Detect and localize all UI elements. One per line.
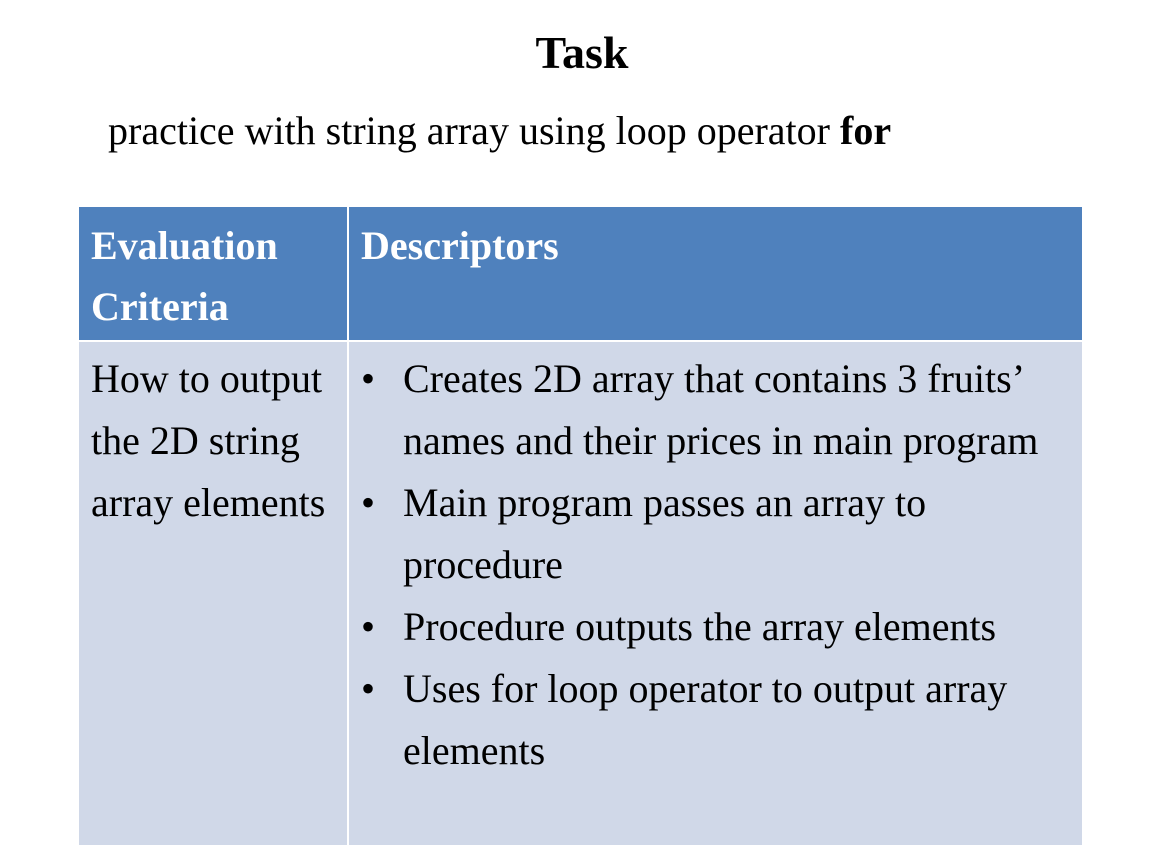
descriptor-text: Creates 2D array that contains 3 fruits’… xyxy=(403,356,1039,463)
descriptor-item: • Main program passes an array to procedu… xyxy=(361,472,1072,596)
bullet-icon: • xyxy=(361,480,376,525)
descriptors-cell: • Creates 2D array that contains 3 fruits… xyxy=(347,340,1084,847)
header-evaluation-criteria: Evaluation Criteria xyxy=(77,205,349,342)
descriptor-item: • Procedure outputs the array elements xyxy=(361,596,1072,658)
page-title: Task xyxy=(535,27,629,78)
task-description-keyword: for xyxy=(840,108,892,153)
descriptor-list: • Creates 2D array that contains 3 fruits… xyxy=(361,348,1072,782)
descriptor-text: Main program passes an array to procedur… xyxy=(403,480,927,587)
descriptor-item: • Creates 2D array that contains 3 fruits… xyxy=(361,348,1072,472)
task-description: practice with string array using loop op… xyxy=(108,106,891,156)
descriptor-text: Procedure outputs the array elements xyxy=(403,604,997,649)
task-description-text: practice with string array using loop op… xyxy=(108,108,840,153)
criteria-cell: How to output the 2D string array elemen… xyxy=(77,340,349,847)
bullet-icon: • xyxy=(361,666,376,711)
header-descriptors: Descriptors xyxy=(347,205,1084,342)
table-row: How to output the 2D string array elemen… xyxy=(77,340,1084,847)
table-header-row: Evaluation Criteria Descriptors xyxy=(77,205,1084,342)
bullet-icon: • xyxy=(361,356,376,401)
evaluation-table: Evaluation Criteria Descriptors How to o… xyxy=(77,205,1084,847)
descriptor-text: Uses for loop operator to output array e… xyxy=(403,666,1008,773)
bullet-icon: • xyxy=(361,604,376,649)
descriptor-item: • Uses for loop operator to output array … xyxy=(361,658,1072,782)
